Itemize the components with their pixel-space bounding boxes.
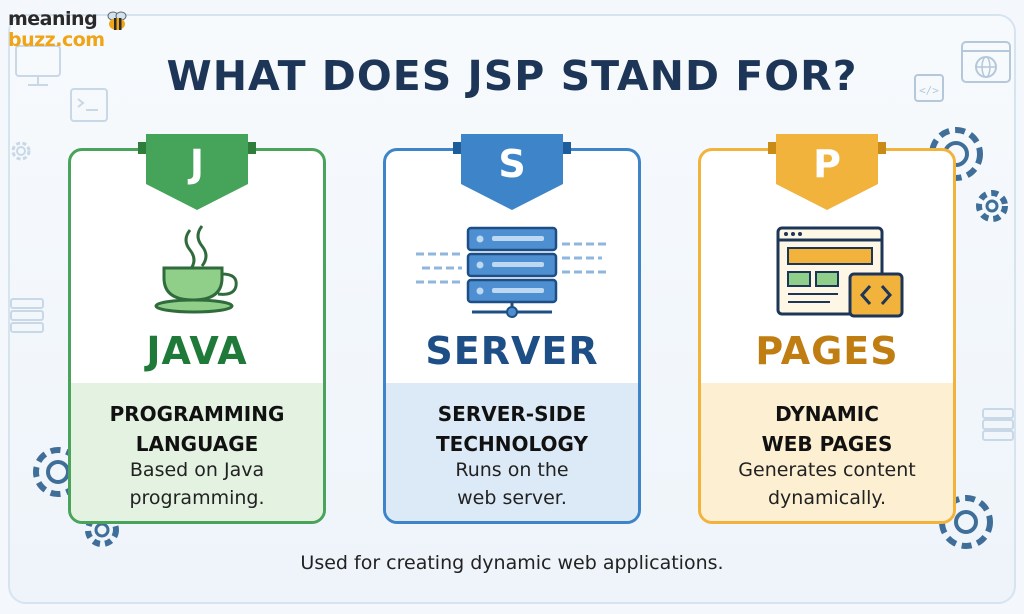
card-description: Runs on the web server. [455,459,569,509]
server-rack-icon [416,226,608,318]
globe-browser-icon [961,41,1011,83]
tag-letter: S [498,142,526,186]
card-heading: PROGRAMMING LANGUAGE [109,402,285,456]
svg-text:</>: </> [919,84,939,97]
gear-icon [939,495,993,549]
letter-tag-j: J [138,134,256,210]
card-heading: DYNAMIC WEB PAGES [761,402,893,456]
card-word: PAGES [755,329,899,373]
logo[interactable]: meaning buzz.com [8,8,127,51]
bee-icon [107,11,127,30]
page-title: WHAT DOES JSP STAND FOR? [166,52,858,100]
logo-line1: meaning [8,8,98,30]
server-small-icon [982,408,1014,441]
card-java: JAVA PROGRAMMING LANGUAGE Based on Java … [68,148,326,524]
card-server: SERVER SERVER-SIDE TECHNOLOGY Runs on th… [383,148,641,524]
card-lower-panel [386,383,638,521]
footer-caption: Used for creating dynamic web applicatio… [300,552,724,574]
code-window-icon: </> [914,74,944,102]
card-description: Based on Java programming. [129,459,265,509]
tag-letter: P [813,142,841,186]
gear-icon [929,127,1008,222]
card-word: JAVA [146,329,248,373]
tag-letter: J [189,142,205,186]
card-word: SERVER [425,329,599,373]
letter-tag-s: S [453,134,571,210]
logo-line2: buzz.com [8,29,105,51]
card-lower-panel [71,383,323,521]
terminal-window-icon [70,88,108,122]
web-page-code-icon [776,226,904,318]
coffee-cup-icon [154,225,238,314]
card-lower-panel [701,383,953,521]
card-heading: SERVER-SIDE TECHNOLOGY [436,402,588,456]
card-pages: PAGES DYNAMIC WEB PAGES Generates conten… [698,148,956,524]
server-small-icon [10,298,44,333]
letter-tag-p: P [768,134,886,210]
card-description: Generates content dynamically. [738,459,916,509]
gear-icon [11,141,31,161]
monitor-icon [15,45,61,86]
